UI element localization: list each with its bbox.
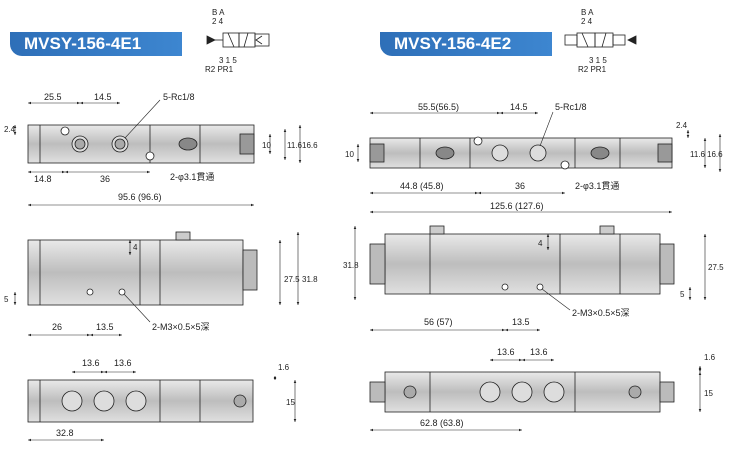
right-top-dims	[356, 111, 722, 214]
right-side-dim-31-8: 31.8	[343, 261, 359, 270]
right-bottom-dim-1-6: 1.6	[704, 353, 716, 362]
right-bottom-dim-13-6a: 13.6	[497, 347, 515, 357]
left-top-dim-10: 10	[262, 141, 271, 150]
right-side-dim-56: 56 (57)	[424, 317, 453, 327]
left-bottom-dim-13-6a: 13.6	[82, 358, 100, 368]
left-side-dim-4: 4	[133, 243, 138, 252]
right-bottom-dims	[370, 358, 702, 432]
right-top-view	[369, 136, 673, 170]
left-bottom-dim-32-8: 32.8	[56, 428, 74, 438]
right-top-port-callout: 5-Rc1/8	[555, 102, 587, 112]
symbol-ports-top-right: B A	[581, 8, 594, 17]
left-top-view	[27, 124, 255, 164]
left-top-dim-36: 36	[100, 174, 110, 184]
left-side-thread-callout: 2-M3×0.5×5深	[152, 322, 210, 332]
left-top-port-callout: 5-Rc1/8	[163, 92, 195, 102]
symbol-numbers-bottom-left: 3 1 5	[219, 56, 237, 65]
left-top-dim-14-8: 14.8	[34, 174, 52, 184]
right-side-dim-4: 4	[538, 239, 543, 248]
left-side-dims	[13, 232, 300, 337]
right-top-dim-1: 55.5(56.5)	[418, 102, 459, 112]
symbol-numbers-top-left: 2 4	[212, 17, 224, 26]
symbol-ports-bottom-right: R2 PR1	[578, 65, 607, 74]
right-side-dims	[353, 226, 707, 332]
left-bottom-view	[27, 379, 254, 423]
right-side-view	[369, 225, 675, 295]
right-side-dim-5: 5	[680, 290, 685, 299]
left-top-dims	[13, 99, 302, 207]
left-bottom-dims	[28, 370, 297, 442]
valve-symbol-right	[564, 32, 637, 48]
symbol-numbers-bottom-right: 3 1 5	[589, 56, 607, 65]
left-top-dim-16-6: 16.6	[302, 141, 318, 150]
left-bottom-dim-1-6: 1.6	[278, 363, 290, 372]
right-bottom-dim-13-6b: 13.6	[530, 347, 548, 357]
left-side-dim-27-5: 27.5	[284, 275, 300, 284]
right-bottom-dim-15: 15	[704, 389, 713, 398]
right-top-dim-2-4: 2.4	[676, 121, 688, 130]
right-top-dim-44-8: 44.8 (45.8)	[400, 181, 444, 191]
right-top-dim-10: 10	[345, 150, 354, 159]
left-bottom-dim-13-6b: 13.6	[114, 358, 132, 368]
left-side-dim-26: 26	[52, 322, 62, 332]
valve-symbol-left	[206, 32, 270, 48]
left-top-dim-11-6: 11.6	[287, 141, 303, 150]
right-bottom-dim-62-8: 62.8 (63.8)	[420, 418, 464, 428]
left-top-overall: 95.6 (96.6)	[118, 192, 162, 202]
right-top-overall: 125.6 (127.6)	[490, 201, 544, 211]
right-side-dim-27-5: 27.5	[708, 263, 724, 272]
left-side-view	[27, 231, 258, 306]
model-title-left: MVSY-156-4E1	[10, 32, 182, 56]
right-top-dim-2: 14.5	[510, 102, 528, 112]
symbol-ports-bottom-left: R2 PR1	[205, 65, 234, 74]
right-bottom-view	[369, 371, 675, 413]
symbol-numbers-top-right: 2 4	[581, 17, 593, 26]
left-bottom-dim-15: 15	[286, 398, 295, 407]
right-top-dim-11-6: 11.6	[690, 150, 706, 159]
right-top-dim-36: 36	[515, 181, 525, 191]
right-side-dim-13-5: 13.5	[512, 317, 530, 327]
left-top-dim-1: 25.5	[44, 92, 62, 102]
symbol-ports-top-left: B A	[212, 8, 225, 17]
right-top-dim-16-6: 16.6	[707, 150, 723, 159]
left-top-dim-2-4: 2.4	[4, 125, 16, 134]
left-side-dim-31-8: 31.8	[302, 275, 318, 284]
model-title-right: MVSY-156-4E2	[380, 32, 552, 56]
right-top-hole-callout: 2-φ3.1貫通	[575, 181, 619, 191]
left-top-hole-callout: 2-φ3.1貫通	[170, 172, 214, 182]
left-side-dim-13-5: 13.5	[96, 322, 114, 332]
right-side-thread-callout: 2-M3×0.5×5深	[572, 308, 630, 318]
left-top-dim-2: 14.5	[94, 92, 112, 102]
left-side-dim-5: 5	[4, 295, 9, 304]
